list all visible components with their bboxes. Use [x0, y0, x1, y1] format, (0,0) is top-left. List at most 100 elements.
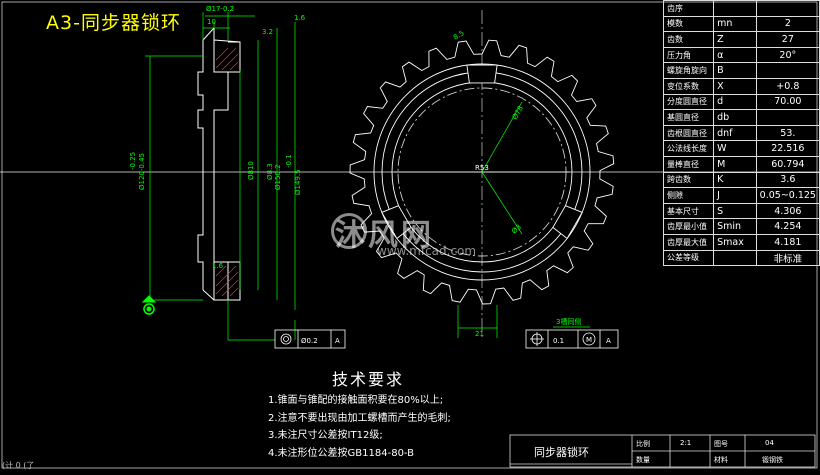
param-value: 0.05~0.125: [755, 187, 820, 204]
param-value: 4.306: [755, 202, 820, 220]
material-value: 锻钢铁: [762, 456, 783, 464]
dim-radius: R53: [475, 164, 489, 172]
scale-label: 比例: [636, 440, 650, 448]
param-name: 公法线长度: [662, 140, 715, 157]
roughness-2: 1.6: [294, 14, 306, 22]
material-label: 材料: [714, 456, 728, 464]
diameter-dim-line: [481, 101, 523, 173]
param-value: 53.: [755, 124, 820, 142]
dim-v1: Ø120-0.45: [138, 153, 146, 190]
runout-tol-value: Ø0.2: [301, 337, 318, 345]
dim-d2: Ø3: [510, 223, 523, 236]
qty-label: 数量: [636, 456, 650, 464]
param-row: 齿序: [662, 0, 820, 17]
drawing-no-value: 04: [765, 439, 774, 447]
dim-v2: Ø810: [247, 161, 255, 180]
section-view: [197, 27, 241, 301]
status-bar: (计 0 (了: [2, 461, 35, 470]
tech-requirement-item: 2.注意不要出现由加工螺槽而产生的毛刺;: [268, 412, 451, 424]
dim-v5: Ø149.5: [294, 169, 302, 195]
param-name: 基圆直径: [662, 109, 715, 126]
tech-requirements-heading: 技术要求: [332, 370, 405, 389]
drawing-title: A3-同步器锁环: [46, 12, 181, 34]
param-value: [755, 109, 820, 126]
runout-tolerance-frame: [274, 329, 346, 349]
param-value: 70.00: [755, 93, 820, 111]
runout-tol-datum: A: [335, 337, 340, 345]
dim-v4: Ø150.2: [274, 164, 282, 190]
watermark-url: www.mfcad.com: [377, 244, 477, 258]
param-name: 齿数: [662, 31, 715, 48]
roughness-3: 1.6: [212, 262, 224, 270]
param-value: [755, 0, 820, 17]
param-value: 3.6: [755, 171, 820, 189]
param-value: [755, 62, 820, 79]
param-symbol: M: [713, 155, 757, 173]
param-name: 变位系数: [662, 77, 715, 95]
slot-width-dim: [457, 305, 498, 338]
roughness-1: 3.2: [262, 28, 273, 36]
param-name: 模数: [662, 15, 715, 33]
param-name: 螺旋角旋向: [662, 62, 715, 79]
param-symbol: W: [713, 140, 757, 157]
gear-teeth-outline: [349, 39, 615, 305]
param-name: 压力角: [662, 46, 715, 64]
gear-slot: [381, 205, 412, 240]
param-symbol: Smin: [713, 218, 757, 235]
param-value: 非标准: [755, 249, 820, 267]
position-tol-modifier: M: [586, 336, 592, 344]
param-symbol: [713, 249, 757, 267]
param-symbol: Smax: [713, 233, 757, 251]
param-value: 2: [755, 15, 820, 33]
param-symbol: J: [713, 187, 757, 204]
param-value: 27: [755, 31, 820, 48]
position-tol-datum: A: [606, 337, 611, 345]
param-name: 量棒直径: [662, 155, 715, 173]
dim-top-small: 10: [207, 18, 216, 26]
param-value: 20°: [755, 46, 820, 64]
param-row: 公差等级 非标准: [662, 249, 820, 267]
param-value: 4.181: [755, 233, 820, 251]
param-value: +0.8: [755, 77, 820, 95]
param-symbol: [713, 0, 757, 17]
watermark-brand: 沐风网: [335, 218, 434, 253]
dim-v5b: -0.1: [285, 154, 293, 168]
param-name: 公差等级: [662, 249, 715, 267]
title-block: [509, 434, 816, 468]
tech-requirement-item: 3.未注尺寸公差按IT12级;: [268, 430, 383, 441]
param-name: 基本尺寸: [662, 202, 715, 220]
param-symbol: α: [713, 46, 757, 64]
dim-angle: 8.5: [452, 29, 466, 41]
param-name: 齿根圆直径: [662, 124, 715, 142]
section-dimensions: [145, 12, 296, 341]
slot-note: 3槽同侧: [556, 317, 581, 326]
gear-slot: [552, 205, 583, 240]
gear-slot: [466, 64, 498, 84]
datum-a-marker: [141, 295, 157, 315]
tech-requirement-item: 1.锥面与锥配的接触面积要在80%以上;: [268, 395, 444, 406]
param-symbol: B: [713, 62, 757, 79]
param-name: 齿厚最大值: [662, 233, 715, 251]
param-symbol: Z: [713, 31, 757, 48]
param-symbol: dnf: [713, 124, 757, 142]
param-symbol: X: [713, 77, 757, 95]
param-symbol: K: [713, 171, 757, 189]
dim-v1b: -0.25: [129, 152, 137, 170]
param-value: 4.254: [755, 218, 820, 235]
gear-ring-outer: [373, 63, 591, 281]
